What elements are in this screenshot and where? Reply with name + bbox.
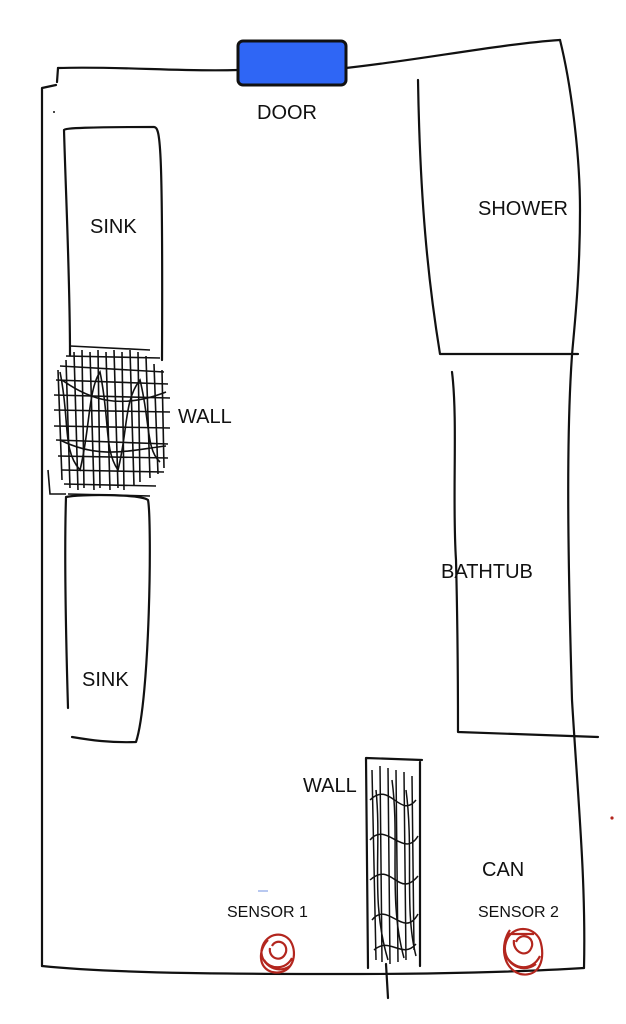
sensor-1-label: SENSOR 1 <box>227 904 308 921</box>
outer-wall-bottom <box>40 964 586 976</box>
shower-label: SHOWER <box>478 198 568 220</box>
sink-top-label: SINK <box>90 216 137 238</box>
door-label: DOOR <box>257 102 317 124</box>
outer-wall-top <box>56 38 562 72</box>
stray-dot <box>610 816 614 820</box>
left-wall-scribble <box>47 345 171 497</box>
shower-outline <box>416 78 580 356</box>
bottom-wall-scribble <box>369 765 419 965</box>
sink-bottom-outline <box>64 493 151 744</box>
sensor-1-marker <box>259 933 296 974</box>
can-label: CAN <box>482 859 525 881</box>
bathtub-label: BATHTUB <box>441 561 533 583</box>
outer-wall-right <box>558 38 586 970</box>
bottom-wall-outline <box>364 756 424 970</box>
wall-left-label: WALL <box>178 406 232 428</box>
sink-bottom-label: SINK <box>82 669 129 691</box>
bathtub-outline <box>450 370 600 739</box>
bottom-wall-tail <box>384 962 390 1000</box>
sensor-2-label: SENSOR 2 <box>478 904 559 921</box>
wall-bottom-label: WALL <box>303 775 357 797</box>
door <box>236 39 348 87</box>
sink-top-outline <box>62 125 164 362</box>
sensor-2-marker <box>502 927 544 976</box>
stray-dot-2 <box>53 111 55 113</box>
outer-wall-left <box>40 66 60 968</box>
